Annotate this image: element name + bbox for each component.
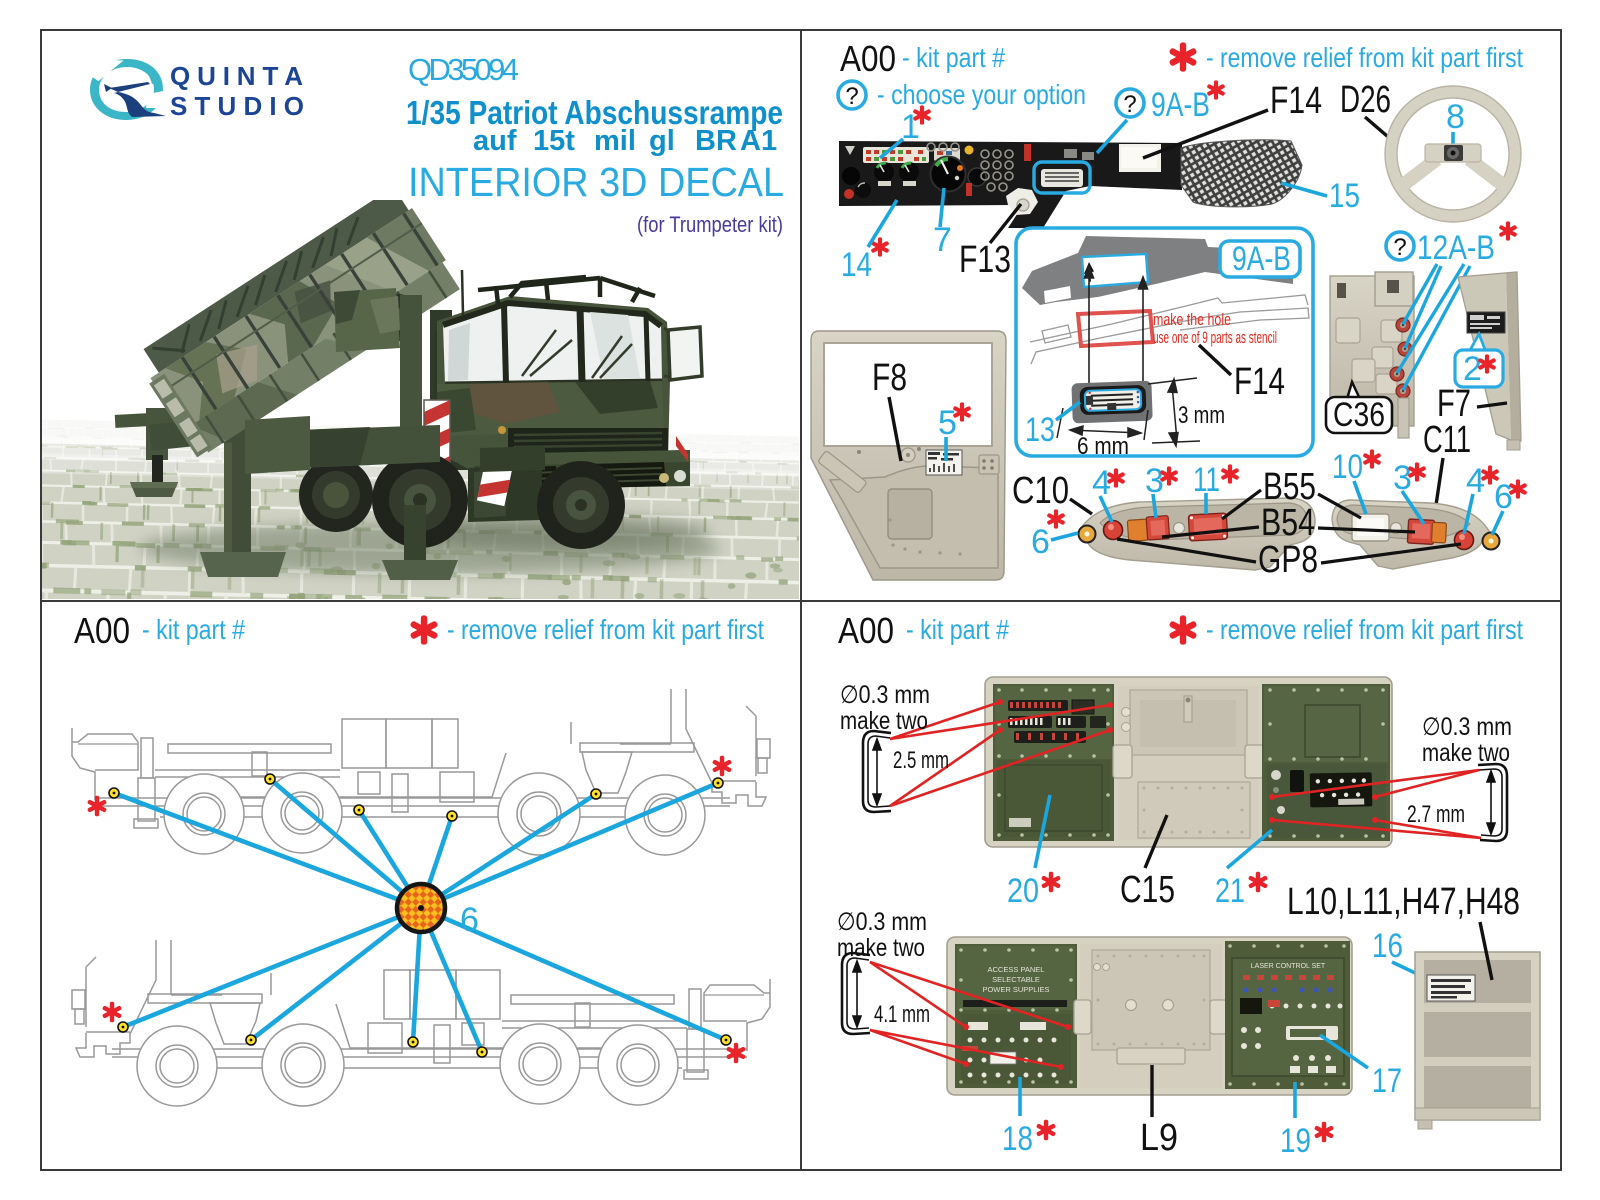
svg-text:F7: F7 <box>1437 383 1471 425</box>
svg-text:make two: make two <box>837 934 925 962</box>
svg-text:?: ? <box>845 83 858 110</box>
svg-text:20: 20 <box>1007 872 1039 910</box>
svg-text:2.7 mm: 2.7 mm <box>1407 801 1465 828</box>
svg-text:LASER CONTROL SET: LASER CONTROL SET <box>1251 963 1326 970</box>
svg-text:6: 6 <box>1494 478 1513 516</box>
svg-text:8: 8 <box>1446 98 1465 136</box>
svg-text:4: 4 <box>1466 462 1485 500</box>
svg-text:L10,L11,H47,H48: L10,L11,H47,H48 <box>1287 881 1520 923</box>
svg-text:14: 14 <box>841 246 872 284</box>
svg-text:3: 3 <box>1145 462 1164 500</box>
svg-text:7: 7 <box>933 221 952 259</box>
svg-text:F13: F13 <box>959 239 1011 281</box>
svg-text:use one of 9 parts as stencil: use one of 9 parts as stencil <box>1153 328 1277 347</box>
svg-text:11: 11 <box>1193 461 1220 499</box>
svg-text:4.1 mm: 4.1 mm <box>874 1001 930 1028</box>
svg-text:21: 21 <box>1215 872 1245 910</box>
svg-text:6: 6 <box>460 901 479 939</box>
svg-text:C10: C10 <box>1012 470 1069 512</box>
svg-text:INTERIOR 3D DECAL: INTERIOR 3D DECAL <box>408 159 784 205</box>
svg-text:3 mm: 3 mm <box>1178 402 1225 429</box>
svg-text:C36: C36 <box>1333 396 1385 434</box>
svg-text:10: 10 <box>1332 448 1363 486</box>
svg-text:C15: C15 <box>1120 869 1175 911</box>
svg-text:A00: A00 <box>840 38 896 79</box>
svg-text:13: 13 <box>1025 411 1055 449</box>
svg-text:- kit part #: - kit part # <box>142 614 245 645</box>
svg-text:12A-B: 12A-B <box>1417 229 1495 267</box>
svg-text:∅0.3 mm: ∅0.3 mm <box>840 681 930 709</box>
svg-text:2.5 mm: 2.5 mm <box>893 747 949 774</box>
svg-text:19: 19 <box>1280 1122 1311 1160</box>
svg-text:GP8: GP8 <box>1258 539 1318 581</box>
svg-text:1/35 Patriot Abschussrampe: 1/35 Patriot Abschussrampe <box>406 95 783 132</box>
svg-text:6 mm: 6 mm <box>1077 433 1129 460</box>
svg-text:16: 16 <box>1372 927 1403 965</box>
svg-text:QD35094: QD35094 <box>408 52 519 87</box>
svg-text:make two: make two <box>840 707 928 735</box>
svg-text:F8: F8 <box>872 357 907 399</box>
svg-text:- remove relief from kit part: - remove relief from kit part first <box>1206 614 1523 645</box>
svg-text:- choose your option: - choose your option <box>877 79 1086 110</box>
svg-text:make the hole: make the hole <box>1153 310 1231 329</box>
svg-text:∅0.3 mm: ∅0.3 mm <box>837 908 927 936</box>
svg-text:18: 18 <box>1002 1120 1033 1158</box>
svg-text:- remove relief from kit part: - remove relief from kit part first <box>447 614 764 645</box>
svg-text:3: 3 <box>1393 459 1412 497</box>
svg-text:B54: B54 <box>1261 502 1315 544</box>
svg-text:A00: A00 <box>838 610 894 651</box>
svg-text:F14: F14 <box>1270 80 1322 122</box>
svg-text:- remove relief from kit part: - remove relief from kit part first <box>1206 42 1523 73</box>
svg-text:2: 2 <box>1463 350 1482 388</box>
svg-text:?: ? <box>1123 91 1136 118</box>
svg-text:C11: C11 <box>1423 419 1471 461</box>
svg-text:4: 4 <box>1092 464 1111 502</box>
svg-text:ACCESS PANEL: ACCESS PANEL <box>988 965 1045 974</box>
svg-text:6: 6 <box>1031 523 1050 561</box>
svg-text:SELECTABLE: SELECTABLE <box>992 975 1040 984</box>
svg-text:Q U I N T A: Q U I N T A <box>170 61 303 91</box>
svg-text:9A-B: 9A-B <box>1151 86 1210 124</box>
svg-text:- kit part #: - kit part # <box>902 42 1005 73</box>
svg-text:∅0.3 mm: ∅0.3 mm <box>1422 713 1512 741</box>
svg-text:F14: F14 <box>1234 361 1285 403</box>
svg-text:9A-B: 9A-B <box>1232 240 1291 278</box>
svg-text:POWER SUPPLIES: POWER SUPPLIES <box>982 985 1049 994</box>
svg-text:make two: make two <box>1422 739 1510 767</box>
svg-text:?: ? <box>1393 234 1406 261</box>
svg-text:5: 5 <box>938 404 957 442</box>
svg-text:D26: D26 <box>1340 79 1391 121</box>
svg-text:17: 17 <box>1372 1062 1402 1100</box>
svg-text:(for Trumpeter kit): (for Trumpeter kit) <box>637 212 783 237</box>
svg-text:S T U D I O: S T U D I O <box>170 91 304 121</box>
svg-text:A00: A00 <box>74 610 130 651</box>
svg-text:- kit part #: - kit part # <box>906 614 1009 645</box>
svg-text:L9: L9 <box>1140 1117 1178 1159</box>
svg-text:15: 15 <box>1329 177 1360 215</box>
svg-text:B55: B55 <box>1263 466 1316 508</box>
